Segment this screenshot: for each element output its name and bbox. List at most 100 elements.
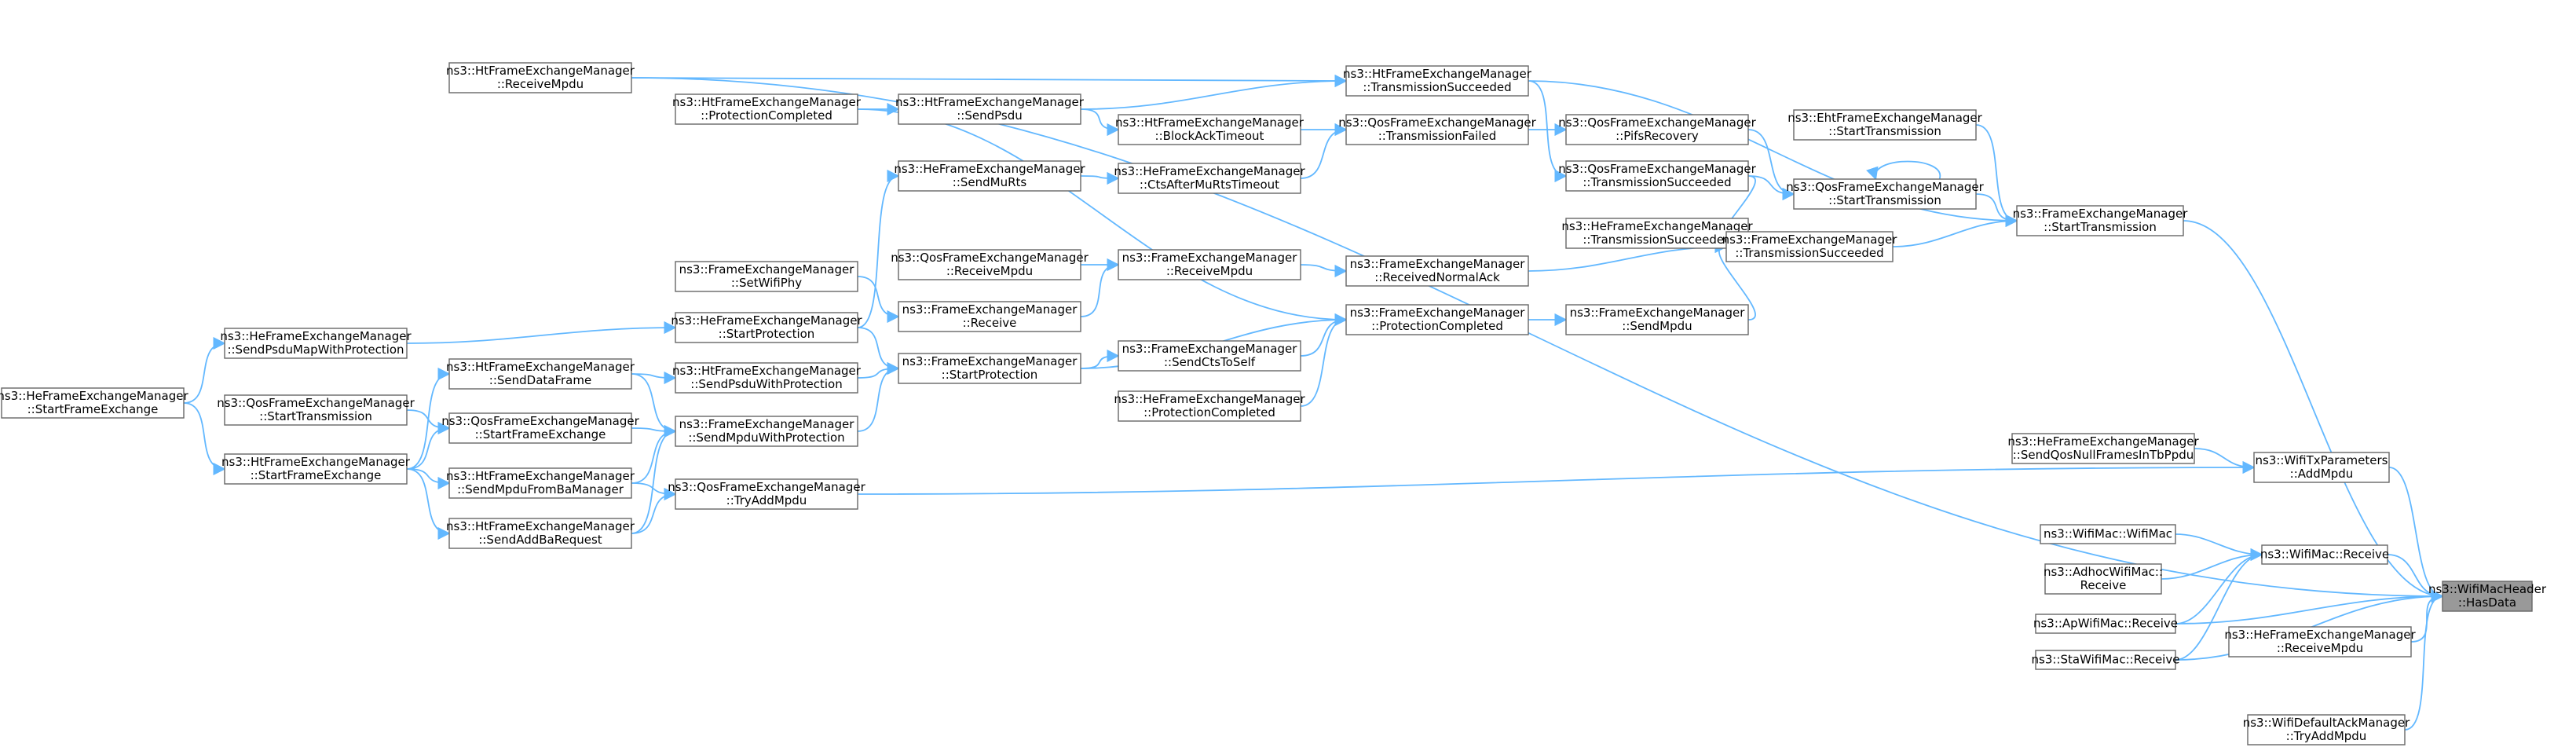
- node-label: ::TransmissionSucceeded: [1583, 233, 1731, 247]
- node-label: ns3::FrameExchangeManager: [1722, 233, 1898, 247]
- node-feRecvNormalAck[interactable]: ns3::FrameExchangeManager::ReceivedNorma…: [1345, 255, 1529, 287]
- node-htTxSucc[interactable]: ns3::HtFrameExchangeManager::Transmissio…: [1343, 65, 1532, 97]
- node-qosReceiveMpdu[interactable]: ns3::QosFrameExchangeManager::ReceiveMpd…: [891, 249, 1089, 280]
- edge-htReceiveMpdu-to-htTxSucc: [631, 74, 1348, 88]
- node-label: ns3::HeFrameExchangeManager: [1561, 219, 1753, 233]
- node-box: [448, 62, 632, 93]
- node-box: [1793, 109, 1977, 141]
- node-box: [1118, 249, 1301, 280]
- node-qosPifs[interactable]: ns3::QosFrameExchangeManager::PifsRecove…: [1558, 114, 1757, 145]
- node-wifiMacReceive[interactable]: ns3::WifiMac::Receive: [2260, 544, 2389, 565]
- node-label: ::ReceiveMpdu: [946, 264, 1033, 278]
- node-qosTxFailed[interactable]: ns3::QosFrameExchangeManager::Transmissi…: [1338, 114, 1537, 145]
- node-feReceiveMpdu[interactable]: ns3::FrameExchangeManager::ReceiveMpdu: [1118, 249, 1301, 280]
- node-label: ns3::FrameExchangeManager: [1350, 257, 1526, 271]
- node-label: ::SendMuRts: [953, 175, 1027, 189]
- node-feSendCtsToSelf[interactable]: ns3::FrameExchangeManager::SendCtsToSelf: [1118, 340, 1301, 372]
- node-feProtComp[interactable]: ns3::FrameExchangeManager::ProtectionCom…: [1345, 304, 1529, 335]
- node-heStartFrameEx[interactable]: ns3::HeFrameExchangeManager::StartFrameE…: [0, 387, 188, 419]
- edge-apReceive-to-hasdata: [2175, 589, 2444, 625]
- node-qosStartFrameEx[interactable]: ns3::QosFrameExchangeManager::StartFrame…: [441, 412, 640, 444]
- node-htSendAddBa[interactable]: ns3::HtFrameExchangeManager::SendAddBaRe…: [446, 518, 635, 549]
- node-label: ns3::QosFrameExchangeManager: [1558, 162, 1756, 176]
- node-ehtStartTx[interactable]: ns3::EhtFrameExchangeManager::StartTrans…: [1787, 109, 1983, 141]
- node-box: [898, 301, 1081, 332]
- node-heSendPsduMap[interactable]: ns3::HeFrameExchangeManager::SendPsduMap…: [220, 328, 412, 359]
- edge-heProtComp-to-feProtComp: [1300, 313, 1348, 407]
- node-wifiTxAddMpdu[interactable]: ns3::WifiTxParameters::AddMpdu: [2253, 452, 2390, 483]
- edge-htSendDataFrame-to-htSendPsduWP: [631, 371, 677, 385]
- node-heStartProt[interactable]: ns3::HeFrameExchangeManager::StartProtec…: [671, 312, 862, 343]
- node-hasdata[interactable]: ns3::WifiMacHeader::HasData: [2428, 581, 2547, 612]
- node-label: ::StartFrameExchange: [475, 427, 606, 441]
- edge-heStartFrameEx-to-heSendPsduMap: [183, 336, 226, 404]
- node-label: ns3::HtFrameExchangeManager: [446, 64, 635, 78]
- node-htReceiveMpdu[interactable]: ns3::HtFrameExchangeManager::ReceiveMpdu: [446, 62, 635, 93]
- node-htBlockAck[interactable]: ns3::HtFrameExchangeManager::BlockAckTim…: [1115, 114, 1304, 145]
- edge-heStartFrameEx-to-htStartFrameEx: [183, 402, 226, 476]
- node-heReceiveMpdu[interactable]: ns3::HeFrameExchangeManager::ReceiveMpdu: [2224, 626, 2416, 658]
- node-label: ::HasData: [2458, 595, 2516, 610]
- node-htStartFrameEx[interactable]: ns3::HtFrameExchangeManager::StartFrameE…: [221, 453, 411, 485]
- node-box: [1118, 340, 1301, 372]
- node-label: ns3::HeFrameExchangeManager: [1114, 164, 1305, 178]
- edge-feStartProt-to-feSendCtsToSelf: [1080, 349, 1120, 369]
- edge-feSendCtsToSelf-to-feProtComp: [1300, 313, 1348, 357]
- node-feStartProt[interactable]: ns3::FrameExchangeManager::StartProtecti…: [898, 353, 1081, 384]
- node-box: [2442, 581, 2533, 612]
- node-qosStartTx[interactable]: ns3::QosFrameExchangeManager::StartTrans…: [1786, 178, 1985, 210]
- node-heProtComp[interactable]: ns3::HeFrameExchangeManager::ProtectionC…: [1114, 390, 1305, 422]
- node-feSetWifiPhy[interactable]: ns3::FrameExchangeManager::SetWifiPhy: [675, 261, 858, 292]
- node-label: ns3::WifiDefaultAckManager: [2243, 716, 2410, 730]
- node-feStartTx[interactable]: ns3::FrameExchangeManager::StartTransmis…: [2013, 205, 2189, 236]
- node-heSendQosNull[interactable]: ns3::HeFrameExchangeManager::SendQosNull…: [2007, 433, 2199, 464]
- node-label: ns3::StaWifiMac::Receive: [2032, 653, 2180, 667]
- node-qosStartTx2[interactable]: ns3::QosFrameExchangeManager::StartTrans…: [217, 394, 415, 426]
- edge-feSendMpduWP-to-feStartProt: [857, 361, 900, 432]
- node-feTxSucc[interactable]: ns3::FrameExchangeManager::TransmissionS…: [1722, 231, 1898, 262]
- node-htSendPsduWP[interactable]: ns3::HtFrameExchangeManager::SendPsduWit…: [672, 362, 862, 394]
- node-box: [224, 394, 408, 426]
- node-box: [1565, 304, 1749, 335]
- edge-wifiDefaultAck-to-hasdata: [2404, 589, 2444, 731]
- node-box: [675, 362, 858, 394]
- node-label: ns3::QosFrameExchangeManager: [891, 251, 1089, 265]
- node-qosTxSucc[interactable]: ns3::QosFrameExchangeManager::Transmissi…: [1558, 160, 1757, 192]
- node-label: ns3::WifiMac::Receive: [2260, 548, 2389, 562]
- node-apReceive[interactable]: ns3::ApWifiMac::Receive: [2033, 614, 2178, 634]
- node-heCtsAfter[interactable]: ns3::HeFrameExchangeManager::CtsAfterMuR…: [1114, 163, 1305, 194]
- node-label: ns3::QosFrameExchangeManager: [1338, 115, 1536, 130]
- edge-htTxSucc-to-qosTxSucc: [1528, 80, 1568, 183]
- node-feReceive[interactable]: ns3::FrameExchangeManager::Receive: [898, 301, 1081, 332]
- node-label: ns3::AdhocWifiMac::: [2044, 565, 2163, 579]
- node-label: ns3::HtFrameExchangeManager: [446, 469, 635, 483]
- node-qosTryAddMpdu[interactable]: ns3::QosFrameExchangeManager::TryAddMpdu: [668, 478, 866, 510]
- node-heTxSucc[interactable]: ns3::HeFrameExchangeManager::Transmissio…: [1561, 218, 1753, 249]
- node-adhocReceive[interactable]: ns3::AdhocWifiMac::Receive: [2044, 563, 2163, 595]
- node-label: ns3::EhtFrameExchangeManager: [1787, 111, 1982, 125]
- node-label: ::SendMpdu: [1622, 319, 1692, 333]
- node-box: [898, 160, 1081, 192]
- node-label: ns3::HtFrameExchangeManager: [221, 455, 411, 469]
- node-staReceive[interactable]: ns3::StaWifiMac::Receive: [2032, 650, 2180, 670]
- node-htProtComp[interactable]: ns3::HtFrameExchangeManager::ProtectionC…: [672, 93, 862, 125]
- edge-heStartProt-to-heSendMuRts: [857, 169, 900, 328]
- node-box: [1725, 231, 1894, 262]
- node-wifiDefaultAck[interactable]: ns3::WifiDefaultAckManager::TryAddMpdu: [2243, 714, 2410, 746]
- node-box: [224, 328, 408, 359]
- node-htSendMpduFromBa[interactable]: ns3::HtFrameExchangeManager::SendMpduFro…: [446, 467, 635, 499]
- node-label: ::SetWifiPhy: [731, 276, 802, 290]
- node-box: [1565, 218, 1749, 249]
- node-feSendMpduWP[interactable]: ns3::FrameExchangeManager::SendMpduWithP…: [675, 416, 858, 447]
- edge-feSendMpdu-to-feTxSucc: [1714, 240, 1756, 321]
- edge-htSendPsdu-to-htTxSucc: [1080, 74, 1348, 110]
- node-htSendDataFrame[interactable]: ns3::HtFrameExchangeManager::SendDataFra…: [446, 358, 635, 390]
- node-wifiMacWifiMac[interactable]: ns3::WifiMac::WifiMac: [2040, 524, 2176, 544]
- node-heSendMuRts[interactable]: ns3::HeFrameExchangeManager::SendMuRts: [894, 160, 1085, 192]
- node-htSendPsdu[interactable]: ns3::HtFrameExchangeManager::SendPsdu: [895, 93, 1085, 125]
- node-box: [1118, 163, 1301, 194]
- node-box: [2044, 563, 2162, 595]
- node-label: ::ReceivedNormalAck: [1374, 270, 1500, 284]
- node-label: ::TryAddMpdu: [2286, 729, 2367, 743]
- node-feSendMpdu[interactable]: ns3::FrameExchangeManager::SendMpdu: [1565, 304, 1749, 335]
